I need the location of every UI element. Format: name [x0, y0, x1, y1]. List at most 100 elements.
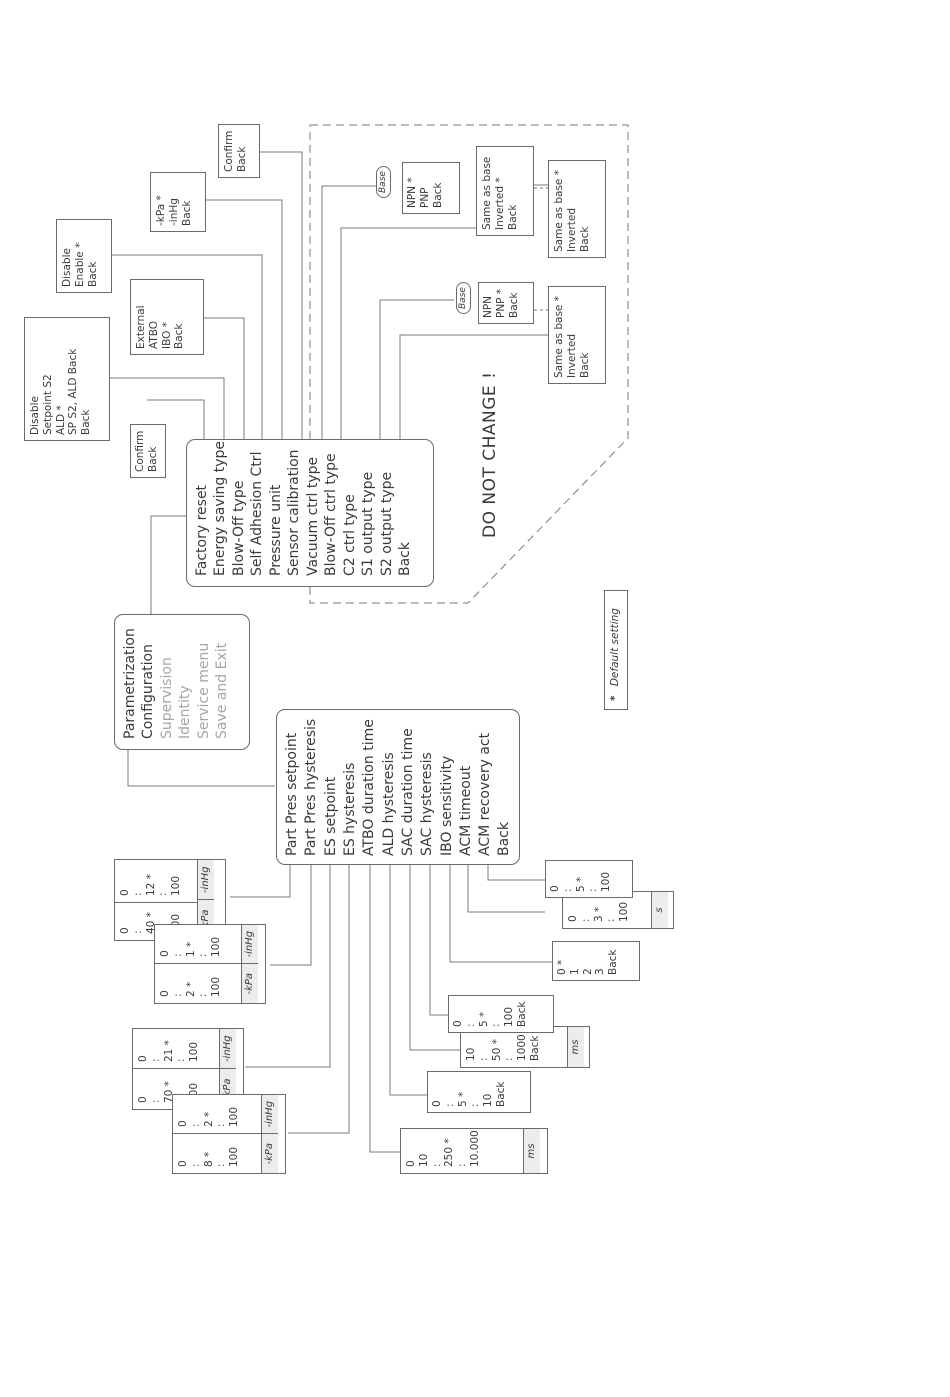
- value-item[interactable]: 100: [600, 871, 613, 892]
- value-item[interactable]: 0: [549, 885, 561, 892]
- value-item[interactable]: :: [579, 918, 592, 922]
- value-item[interactable]: 0: [431, 1100, 443, 1107]
- option-item[interactable]: Same as base *: [553, 170, 565, 252]
- value-item[interactable]: :: [561, 888, 574, 892]
- value-item[interactable]: :: [215, 1163, 228, 1167]
- value-item[interactable]: :: [131, 892, 144, 896]
- value-item[interactable]: :: [149, 1099, 162, 1103]
- value-item[interactable]: :: [605, 918, 618, 922]
- value-item[interactable]: :: [189, 1123, 202, 1128]
- value-item[interactable]: 0: [567, 915, 579, 922]
- main-menu-item-0[interactable]: Parametrization: [122, 628, 138, 739]
- value-item[interactable]: 100: [170, 875, 183, 896]
- option-item[interactable]: Back: [80, 409, 93, 436]
- option-item[interactable]: ATBO: [147, 320, 160, 349]
- param-item-9[interactable]: ACM timeout: [457, 765, 474, 856]
- value-item[interactable]: 250 *: [443, 1138, 456, 1167]
- value-item[interactable]: :: [131, 930, 144, 934]
- config-item-5[interactable]: Sensor calibration: [286, 449, 303, 576]
- param-item-11[interactable]: Back: [496, 822, 513, 856]
- config-item-6[interactable]: Vacuum ctrl type: [304, 456, 321, 576]
- value-item[interactable]: Back: [515, 1001, 528, 1028]
- option-item[interactable]: Inverted: [565, 208, 578, 252]
- param-item-1[interactable]: Part Pres hysteresis: [303, 718, 320, 856]
- option-item[interactable]: External: [135, 305, 147, 349]
- value-item[interactable]: 0: [119, 889, 131, 896]
- option-item[interactable]: Inverted *: [493, 177, 506, 230]
- option-item[interactable]: Back: [180, 200, 193, 227]
- value-item[interactable]: 1: [568, 968, 581, 975]
- main-menu-item-1[interactable]: Configuration: [140, 644, 157, 739]
- param-item-7[interactable]: SAC hysteresis: [419, 752, 436, 856]
- value-item[interactable]: :: [149, 1058, 162, 1063]
- back-option[interactable]: Back: [235, 146, 248, 173]
- value-item[interactable]: Back: [607, 949, 620, 976]
- option-item[interactable]: Back: [578, 226, 591, 253]
- value-item[interactable]: 2 *: [184, 981, 197, 997]
- option-item[interactable]: NPN: [482, 295, 494, 318]
- option-item[interactable]: Inverted: [565, 334, 578, 378]
- config-item-9[interactable]: S1 output type: [360, 471, 377, 576]
- option-item[interactable]: Setpoint S2: [41, 374, 54, 435]
- value-item[interactable]: 100: [618, 901, 631, 922]
- value-item[interactable]: :: [197, 953, 210, 958]
- option-item[interactable]: PNP *: [494, 288, 507, 318]
- config-item-2[interactable]: Blow-Off type: [230, 480, 247, 576]
- param-item-4[interactable]: ATBO duration time: [361, 719, 378, 856]
- option-item[interactable]: Enable *: [73, 242, 86, 287]
- value-item[interactable]: 10.000: [468, 1130, 481, 1167]
- option-item[interactable]: Back: [507, 292, 520, 319]
- option-item[interactable]: Back: [86, 261, 99, 288]
- value-item[interactable]: 0: [137, 1055, 149, 1063]
- value-item[interactable]: 5 *: [456, 1091, 469, 1107]
- value-item[interactable]: Back: [528, 1035, 541, 1062]
- config-item-7[interactable]: Blow-Off ctrl type: [323, 453, 340, 576]
- value-item[interactable]: 10: [417, 1153, 430, 1167]
- config-item-4[interactable]: Pressure unit: [267, 484, 284, 576]
- value-item[interactable]: 0: [177, 1120, 189, 1128]
- confirm-option[interactable]: Confirm: [134, 430, 146, 472]
- option-item[interactable]: Back: [431, 182, 444, 209]
- value-item[interactable]: :: [430, 1163, 443, 1167]
- value-item[interactable]: :: [587, 888, 600, 892]
- value-item[interactable]: :: [189, 1163, 202, 1167]
- value-item[interactable]: 0 *: [556, 959, 568, 975]
- main-menu-item-4[interactable]: Service menu: [195, 642, 212, 739]
- value-item[interactable]: 3: [594, 968, 607, 975]
- config-item-11[interactable]: Back: [397, 542, 414, 576]
- option-item[interactable]: Back: [173, 323, 186, 350]
- value-item[interactable]: 1 *: [184, 941, 197, 958]
- option-item[interactable]: Back: [506, 204, 519, 231]
- param-item-10[interactable]: ACM recovery act: [477, 732, 494, 856]
- param-item-3[interactable]: ES hysteresis: [341, 762, 358, 856]
- value-item[interactable]: 10: [482, 1093, 495, 1107]
- value-item[interactable]: :: [464, 1023, 477, 1027]
- param-item-6[interactable]: SAC duration time: [399, 728, 416, 856]
- option-item[interactable]: SP S2, ALD Back: [67, 348, 80, 435]
- value-item[interactable]: :: [171, 953, 184, 958]
- value-item[interactable]: 100: [210, 936, 223, 958]
- value-item[interactable]: 100: [228, 1106, 241, 1128]
- value-item[interactable]: 5 *: [477, 1011, 490, 1027]
- main-menu-item-3[interactable]: Identity: [177, 685, 194, 739]
- value-item[interactable]: 50 *: [490, 1039, 503, 1061]
- value-item[interactable]: 3 *: [592, 906, 605, 922]
- value-item[interactable]: 1000: [516, 1034, 529, 1061]
- param-item-8[interactable]: IBO sensitivity: [438, 755, 455, 856]
- config-item-10[interactable]: S2 output type: [378, 471, 395, 576]
- value-item[interactable]: :: [215, 1123, 228, 1128]
- value-item[interactable]: 12 *: [144, 874, 157, 896]
- config-item-8[interactable]: C2 ctrl type: [341, 494, 358, 576]
- value-item[interactable]: 2: [581, 968, 594, 975]
- param-item-2[interactable]: ES setpoint: [322, 776, 339, 856]
- value-item[interactable]: 8 *: [202, 1151, 215, 1167]
- value-item[interactable]: 0: [405, 1160, 417, 1167]
- value-item[interactable]: 0: [452, 1020, 464, 1027]
- option-item[interactable]: Back: [578, 352, 591, 379]
- value-item[interactable]: :: [157, 892, 170, 896]
- option-item[interactable]: Disable: [61, 248, 73, 287]
- option-item[interactable]: IBO *: [160, 322, 173, 349]
- value-item[interactable]: :: [443, 1103, 456, 1107]
- param-item-0[interactable]: Part Pres setpoint: [284, 732, 300, 856]
- confirm-option[interactable]: Confirm: [223, 130, 235, 172]
